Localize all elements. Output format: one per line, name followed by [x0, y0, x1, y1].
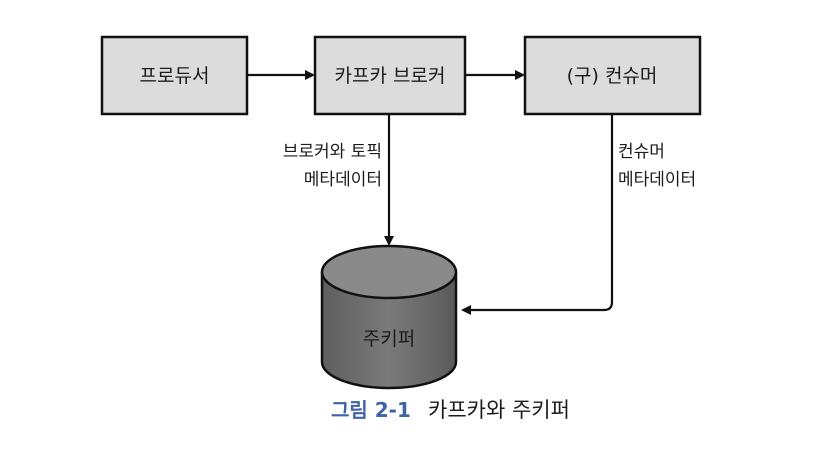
- consumer-to-zookeeper-arrow: [461, 114, 614, 315]
- consumer-edge-label-line2: 메타데이터: [618, 170, 696, 190]
- broker-node: 카프카 브로커: [313, 35, 467, 116]
- zookeeper-label: 주키퍼: [363, 328, 415, 350]
- caption-title: 카프카와 주키퍼: [428, 398, 570, 422]
- producer-node: 프로듀서: [100, 35, 249, 116]
- broker-label: 카프카 브로커: [335, 65, 446, 87]
- old-consumer-node: (구) 컨슈머: [523, 35, 702, 116]
- zookeeper-node: 주키퍼: [320, 244, 458, 390]
- figure-caption: 그림 2-1 카프카와 주키퍼: [331, 398, 570, 422]
- producer-label: 프로듀서: [140, 65, 210, 87]
- broker-edge-label-line2: 메타데이터: [304, 170, 382, 190]
- old-consumer-label: (구) 컨슈머: [567, 65, 658, 87]
- caption-number: 그림 2-1: [331, 398, 411, 422]
- broker-edge-label-line1: 브로커와 토픽: [283, 142, 382, 162]
- consumer-edge-label-line1: 컨슈머: [618, 142, 665, 162]
